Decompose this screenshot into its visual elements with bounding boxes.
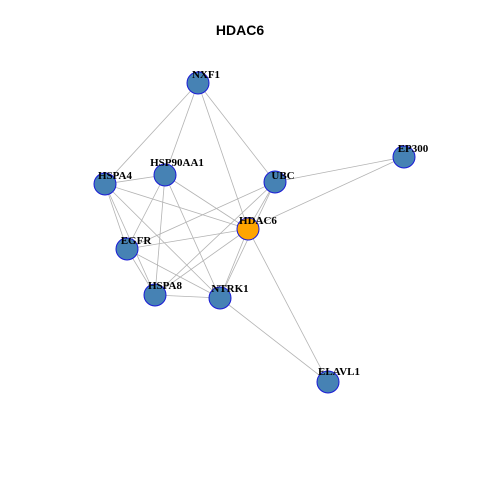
edge-hdac6-ntrk1 bbox=[219, 228, 249, 299]
graph-title: HDAC6 bbox=[216, 22, 264, 38]
node-label: HSPA4 bbox=[98, 170, 133, 182]
node-hsp90aa1: HSP90AA1 bbox=[150, 157, 204, 187]
node-label: EGFR bbox=[121, 235, 153, 247]
node-circle bbox=[143, 283, 167, 307]
node-label: UBC bbox=[271, 170, 294, 182]
edge-hsp90aa1-egfr bbox=[126, 174, 166, 250]
node-circle bbox=[392, 145, 416, 169]
edge-nxf1-hsp90aa1 bbox=[164, 82, 199, 176]
node-egfr: EGFR bbox=[115, 235, 153, 261]
edge-hspa4-ntrk1 bbox=[104, 183, 221, 299]
edge-ntrk1-elavl1 bbox=[219, 297, 329, 383]
edge-hsp90aa1-ntrk1 bbox=[164, 174, 221, 299]
node-hdac6: HDAC6 bbox=[236, 215, 277, 241]
edge-nxf1-hdac6 bbox=[197, 82, 249, 230]
edge-hdac6-hspa8 bbox=[154, 228, 249, 296]
edge-ubc-egfr bbox=[126, 181, 276, 250]
edge-hspa4-hdac6 bbox=[104, 183, 249, 230]
node-ubc: UBC bbox=[263, 170, 295, 194]
node-circle bbox=[115, 237, 139, 261]
node-label: HSPA8 bbox=[148, 280, 183, 292]
node-ntrk1: NTRK1 bbox=[208, 283, 249, 310]
node-label: NTRK1 bbox=[211, 283, 248, 295]
node-circle bbox=[263, 170, 287, 194]
edge-nxf1-ubc bbox=[197, 82, 276, 183]
node-label: ELAVL1 bbox=[318, 366, 360, 378]
node-ep300: EP300 bbox=[392, 143, 429, 169]
node-circle bbox=[186, 71, 210, 95]
node-nxf1: NXF1 bbox=[186, 69, 220, 95]
node-label: HSP90AA1 bbox=[150, 157, 204, 169]
edge-egfr-ntrk1 bbox=[126, 248, 221, 299]
edge-ubc-hspa8 bbox=[154, 181, 276, 296]
node-hspa8: HSPA8 bbox=[143, 280, 183, 307]
node-label: HDAC6 bbox=[239, 215, 277, 227]
node-circle bbox=[208, 286, 232, 310]
node-hspa4: HSPA4 bbox=[93, 170, 133, 196]
node-circle bbox=[316, 370, 340, 394]
node-circle bbox=[93, 172, 117, 196]
node-elavl1: ELAVL1 bbox=[316, 366, 360, 394]
edge-nxf1-hspa4 bbox=[104, 82, 199, 185]
node-label: EP300 bbox=[398, 143, 429, 155]
node-circle bbox=[153, 163, 177, 187]
edge-hdac6-egfr bbox=[126, 228, 249, 250]
edge-ep300-hdac6 bbox=[247, 156, 405, 230]
edge-ep300-ubc bbox=[274, 156, 405, 183]
edge-hsp90aa1-hspa8 bbox=[154, 174, 166, 296]
edge-hdac6-elavl1 bbox=[247, 228, 329, 383]
node-label: NXF1 bbox=[192, 69, 220, 81]
node-circle bbox=[236, 217, 260, 241]
